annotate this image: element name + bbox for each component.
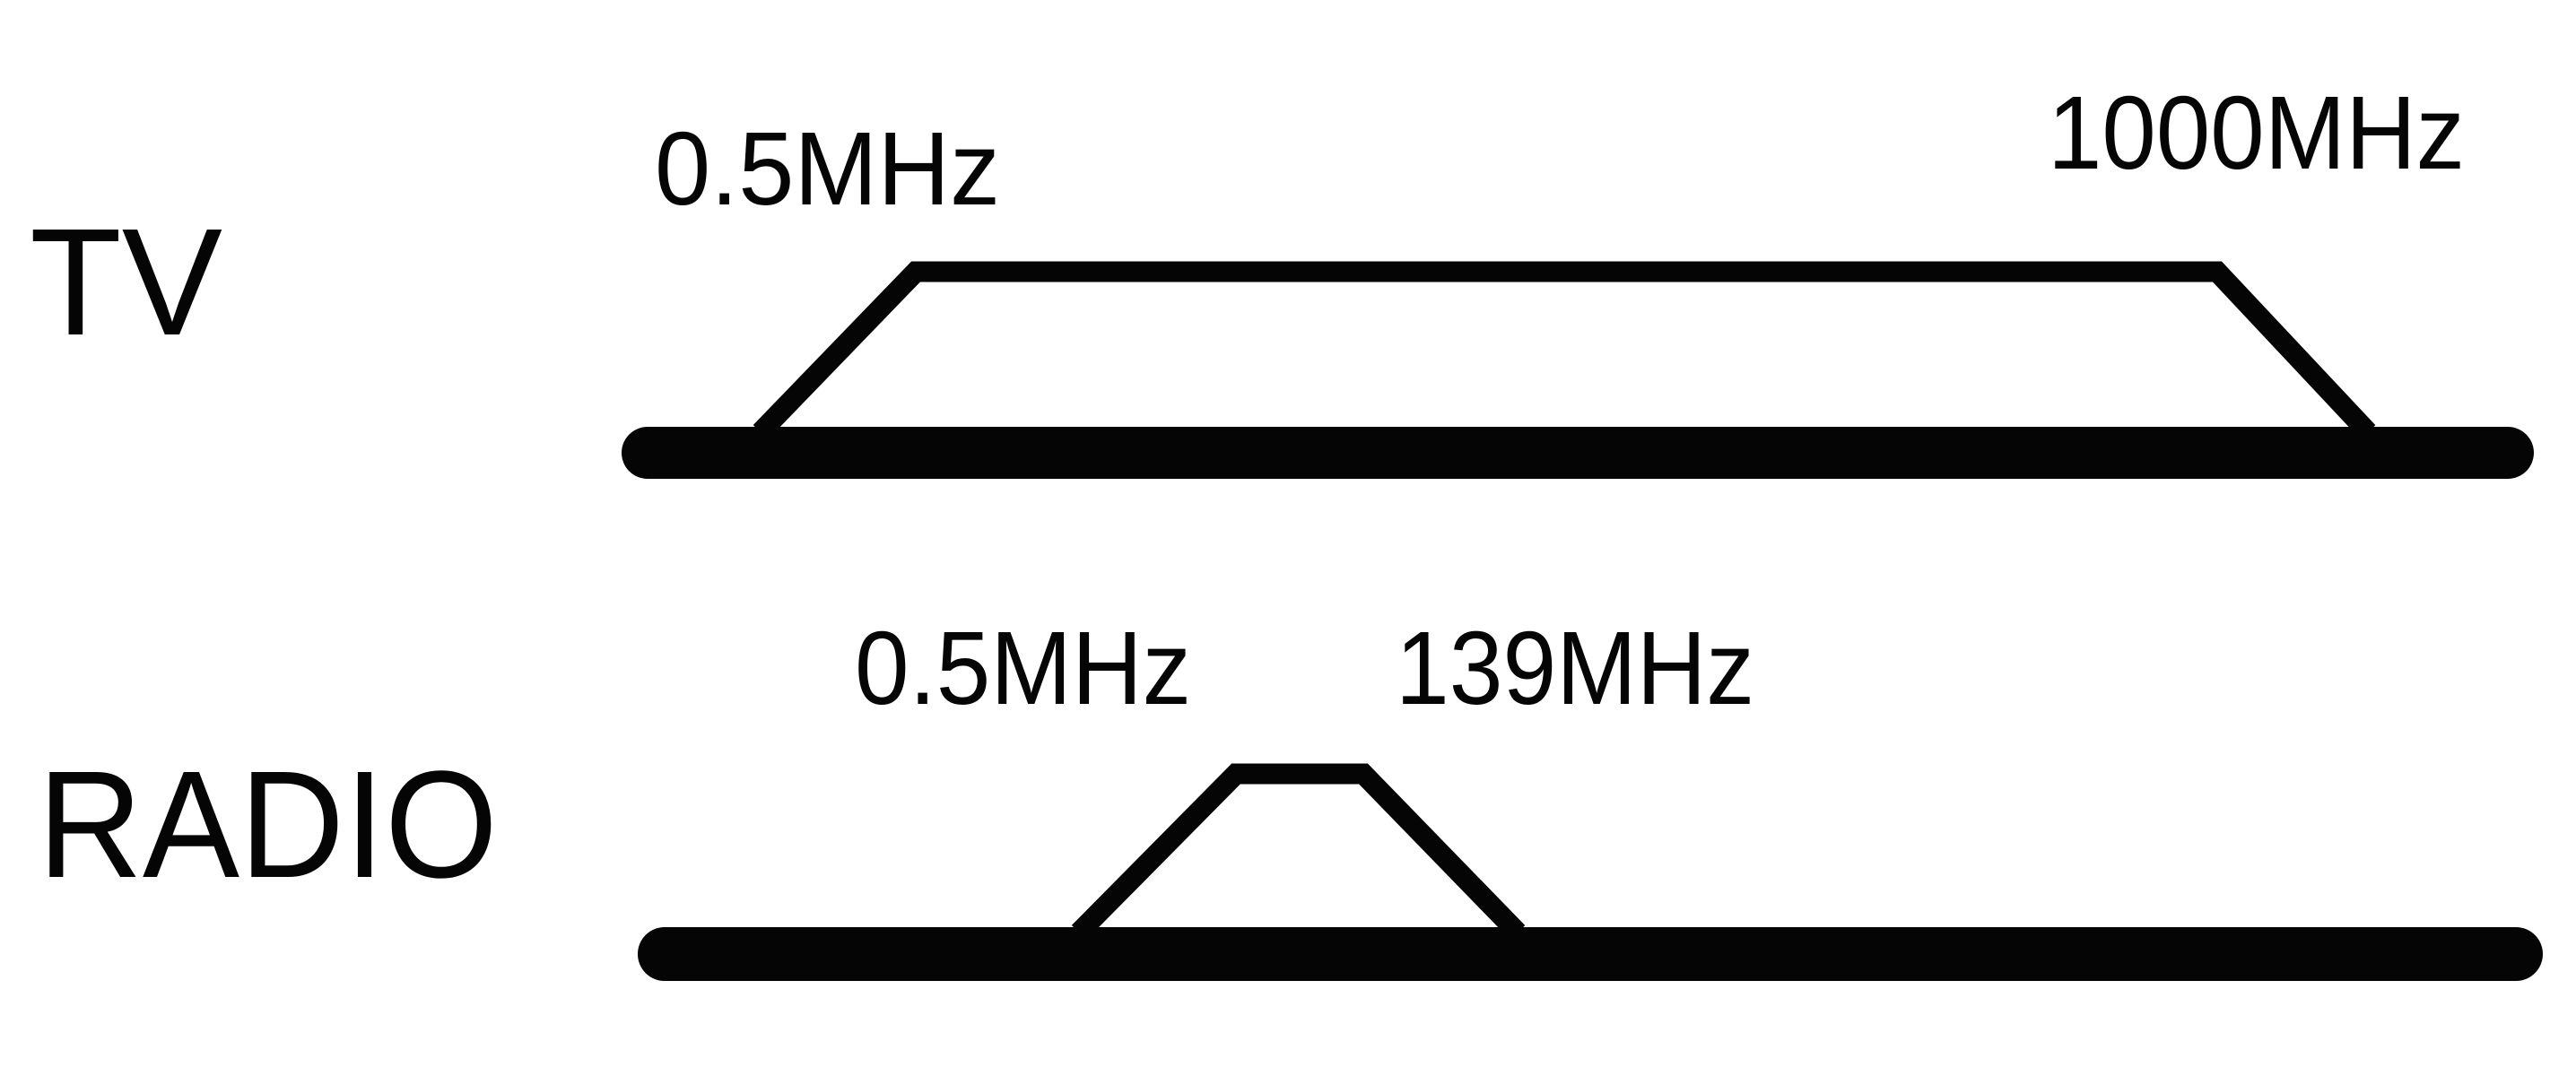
radio-band-end-label: 139MHz (1396, 610, 1754, 726)
tv-row: TV 0.5MHz 1000MHz (30, 74, 2534, 479)
radio-band-shape (1071, 763, 1526, 941)
radio-row: RADIO 0.5MHz 139MHz (38, 610, 2543, 981)
tv-band-end-label: 1000MHz (2048, 74, 2465, 191)
radio-label: RADIO (38, 740, 498, 910)
tv-band-shape (753, 261, 2376, 439)
tv-band-start-label: 0.5MHz (655, 110, 1000, 227)
radio-band-start-label: 0.5MHz (855, 610, 1191, 726)
tv-label: TV (30, 197, 222, 368)
